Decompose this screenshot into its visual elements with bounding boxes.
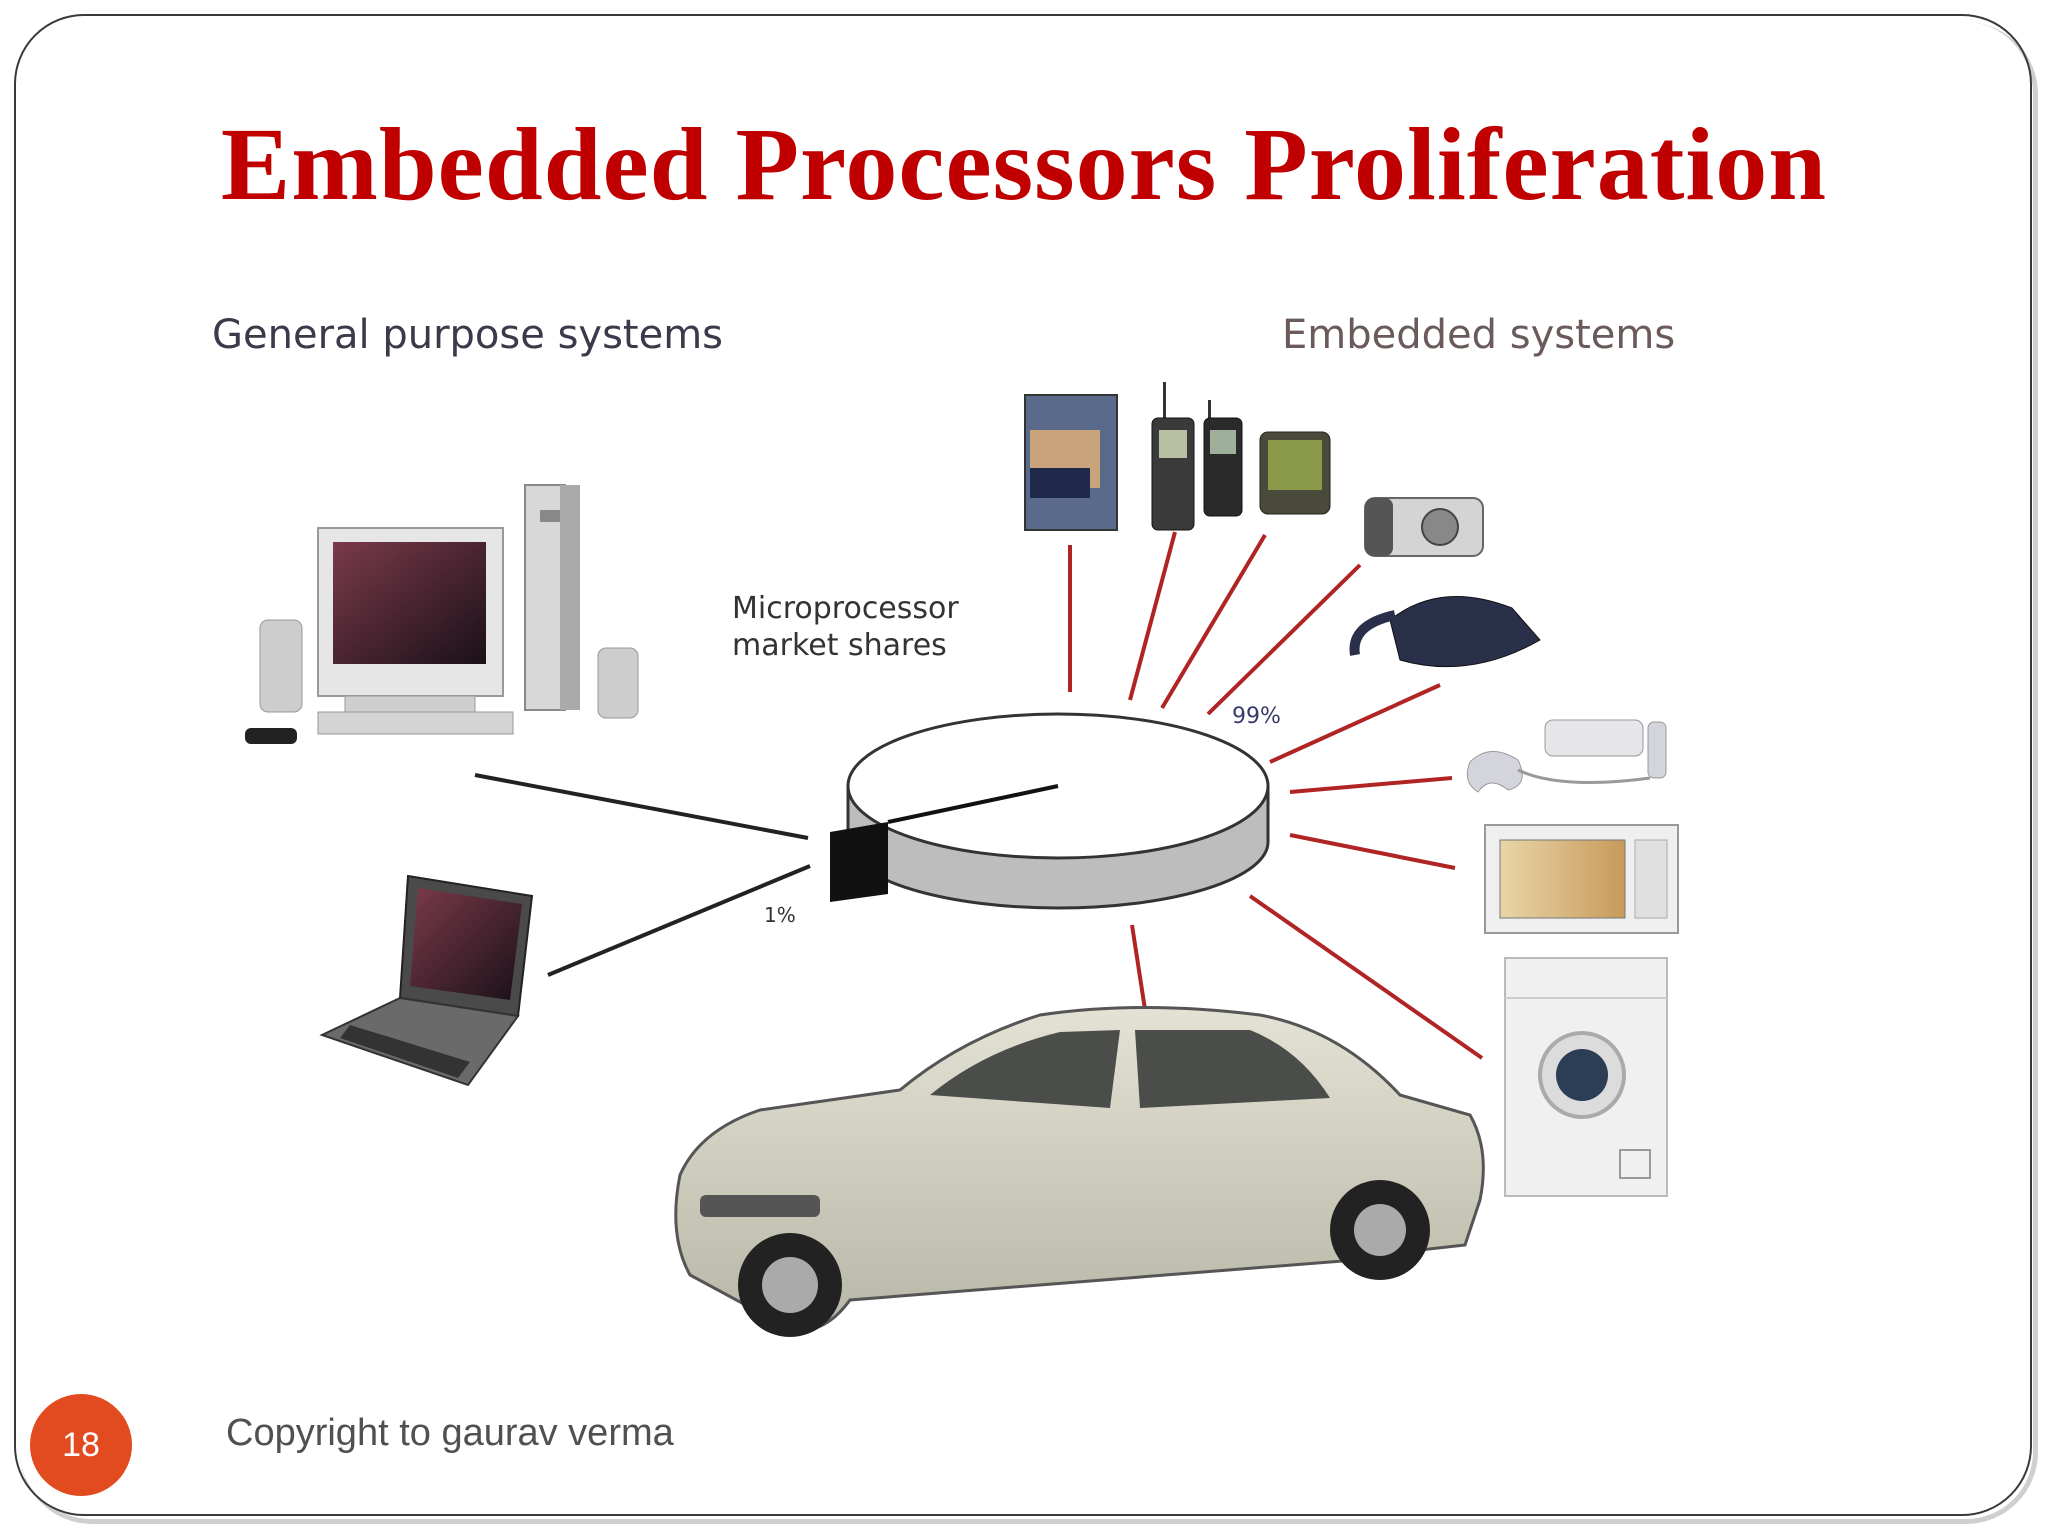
connector-washing-machine — [1248, 894, 1484, 1060]
slide-frame — [14, 14, 2032, 1516]
washing-machine-icon — [1504, 957, 1668, 1197]
connector-phone-2 — [1160, 533, 1267, 710]
pie-slice-edge — [887, 784, 1059, 824]
pda-icon — [1259, 431, 1331, 515]
desktop-computer-icon — [245, 484, 639, 744]
slide-shadow — [20, 22, 2038, 1524]
pie-label-line1: Microprocessor — [732, 591, 959, 626]
connector-phone-1 — [1128, 531, 1177, 701]
connector-camera — [1206, 563, 1362, 716]
embedded-share-label: 99% — [1232, 704, 1281, 729]
connector-laptop — [547, 864, 811, 977]
embedded-systems-heading: Embedded systems — [1282, 312, 1675, 358]
connector-desktop — [474, 773, 809, 840]
laptop-icon — [319, 874, 534, 1087]
connector-microwave — [1289, 833, 1456, 870]
pie-label-line2: market shares — [732, 628, 947, 663]
car-icon — [674, 1006, 1485, 1337]
connector-telephone — [1269, 683, 1441, 764]
general-purpose-heading: General purpose systems — [212, 312, 723, 358]
game-console-icon — [1466, 719, 1667, 793]
slide-title: Embedded Processors Proliferation — [220, 107, 1828, 222]
general-connectors — [474, 773, 811, 977]
copyright-text: Copyright to gaurav verma — [226, 1412, 674, 1454]
digital-camera-icon — [1364, 497, 1484, 557]
pie-slice-general — [830, 822, 888, 902]
mobile-phone-icon — [1151, 382, 1195, 531]
connector-game-console — [1289, 776, 1453, 794]
microwave-oven-icon — [1484, 824, 1679, 934]
smart-card-icon — [1024, 394, 1118, 531]
mobile-phone-icon — [1203, 400, 1243, 517]
page-number-badge: 18 — [30, 1394, 132, 1496]
embedded-connectors — [1068, 531, 1484, 1060]
general-share-label: 1% — [764, 903, 796, 927]
market-share-pie: 99% 1% — [764, 704, 1281, 927]
telephone-icon — [1349, 595, 1541, 668]
